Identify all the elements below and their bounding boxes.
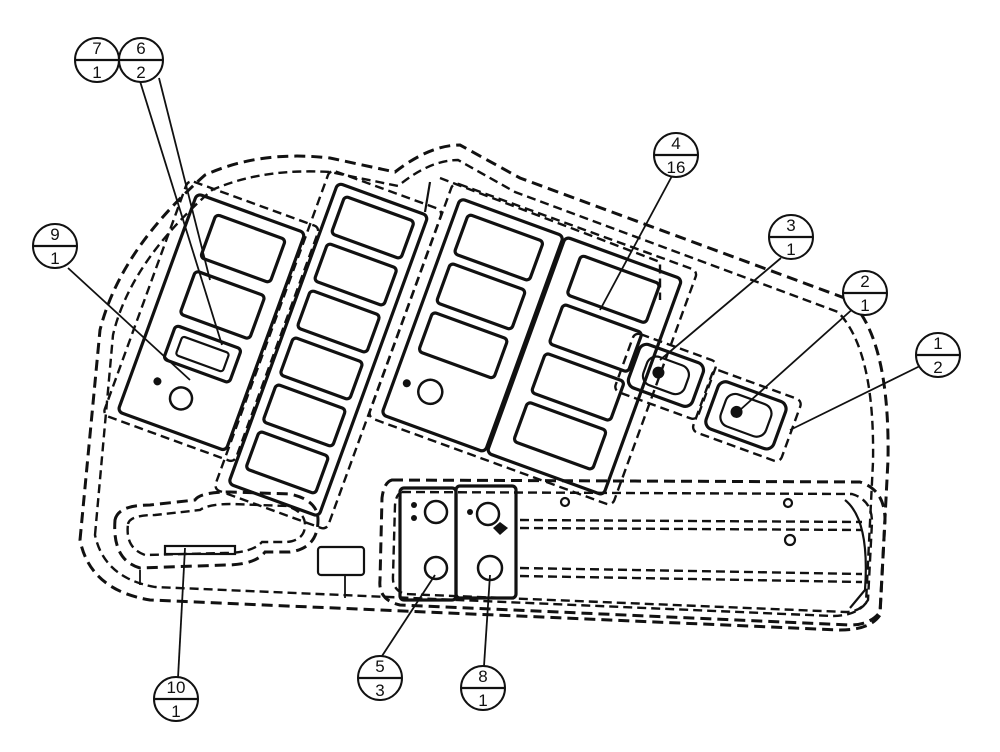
callout-10-top: 10 [167, 678, 186, 697]
callout-7-top: 7 [92, 39, 101, 58]
callout-5-bottom: 3 [375, 681, 384, 700]
top-strip-edge [423, 181, 432, 213]
callout-8-bottom: 1 [478, 691, 487, 710]
callout-5-top: 5 [375, 657, 384, 676]
callout-7: 7 1 [74, 37, 120, 83]
callout-3-top: 3 [786, 216, 795, 235]
knob-module-left [398, 486, 458, 602]
callout-8: 8 1 [460, 665, 506, 711]
left-small-panel [113, 490, 320, 585]
callout-9-top: 9 [50, 225, 59, 244]
callout-9-bottom: 1 [50, 249, 59, 268]
callout-3-bottom: 1 [786, 240, 795, 259]
callout-1-top: 1 [933, 334, 942, 353]
switch-panel-grid [368, 182, 698, 506]
callout-6-bottom: 2 [136, 63, 145, 82]
callout-9: 9 1 [32, 223, 78, 269]
top-strip [439, 176, 662, 300]
callout-6: 6 2 [118, 37, 164, 83]
callout-7-bottom: 1 [92, 63, 101, 82]
callout-10: 10 1 [153, 676, 199, 722]
callout-4-top: 4 [671, 134, 680, 153]
speaker-2 [691, 369, 802, 463]
callout-1-bottom: 2 [933, 358, 942, 377]
speaker-3 [614, 332, 718, 420]
callout-2-bottom: 1 [860, 296, 869, 315]
callout-10-bottom: 1 [171, 702, 180, 721]
callout-5: 5 3 [357, 655, 403, 701]
housing-outline [78, 143, 890, 632]
small-block [316, 545, 366, 577]
switch-panel-column [214, 169, 443, 530]
callout-2: 2 1 [842, 270, 888, 316]
callout-4-bottom: 16 [667, 158, 686, 177]
callout-3: 3 1 [768, 214, 814, 260]
knob-module-right [454, 484, 518, 600]
right-long-tray [378, 478, 887, 627]
callout-6-top: 6 [136, 39, 145, 58]
leader-lines [67, 77, 921, 679]
callout-1: 1 2 [915, 332, 961, 378]
callout-8-top: 8 [478, 667, 487, 686]
switch-panel-left [103, 180, 320, 463]
callout-4: 4 16 [653, 132, 699, 178]
callout-2-top: 2 [860, 272, 869, 291]
